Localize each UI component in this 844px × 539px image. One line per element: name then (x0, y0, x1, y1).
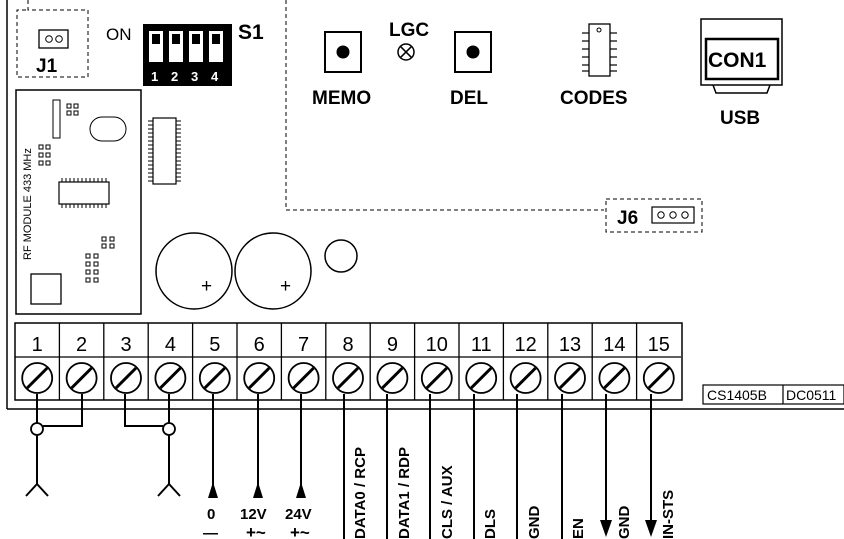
main-ic-icon (148, 117, 181, 185)
wire-label-cls: CLS / AUX (439, 465, 456, 539)
terminal-15: 15 (635, 323, 681, 400)
arrow-up-0v (208, 482, 218, 498)
terminal-number: 13 (559, 334, 581, 356)
j6-pin (681, 211, 689, 219)
j6-pin (657, 211, 665, 219)
polarity-minus: — (203, 525, 218, 539)
j1-label: J1 (36, 56, 58, 77)
terminal-1: 1 (15, 334, 60, 394)
rf-chip-pins (61, 178, 107, 208)
antenna-junction (162, 422, 176, 436)
lgc-label: LGC (389, 20, 429, 41)
terminal-number: 6 (254, 334, 265, 356)
terminal-number: 8 (342, 334, 353, 356)
wire-label-24v: 24V (285, 506, 312, 523)
dip-number-3: 3 (191, 69, 198, 84)
terminal-12: 12 (502, 323, 548, 400)
del-button-dot (466, 45, 480, 59)
svg-text:+: + (280, 276, 291, 297)
wire-label-data1: DATA1 / RDP (396, 447, 413, 539)
terminal-11: 11 (458, 323, 504, 400)
j6-label: J6 (617, 208, 638, 229)
del-label: DEL (450, 88, 488, 109)
svg-text:+: + (201, 276, 212, 297)
antenna-wiring-2 (124, 394, 181, 497)
arrow-down-gnd (600, 520, 612, 537)
terminal-number: 12 (514, 334, 536, 356)
power-wires (212, 394, 652, 539)
terminal-13: 13 (547, 323, 593, 400)
wire-label-data0: DATA0 / RCP (352, 447, 369, 539)
codes-label: CODES (560, 88, 628, 109)
terminal-number: 4 (165, 334, 176, 356)
terminal-4: 4 (147, 323, 193, 400)
memo-button-dot (336, 45, 350, 59)
terminal-number: 10 (426, 334, 448, 356)
wire-label-dls: DLS (482, 509, 499, 539)
lgc-led-icon (397, 43, 415, 61)
j1-pin (45, 35, 53, 43)
terminal-2: 2 (58, 323, 104, 400)
terminal-number: 11 (471, 334, 492, 356)
memo-label: MEMO (312, 88, 371, 109)
terminal-8: 8 (325, 323, 371, 400)
arrow-up-24v (296, 482, 306, 498)
rf-module-label: RF MODULE 433 MHz (22, 148, 34, 260)
terminal-number: 9 (387, 334, 398, 356)
j1-jumper (38, 29, 69, 49)
wire-label-gnd-12: GND (526, 506, 543, 539)
terminal-number: 1 (32, 334, 43, 356)
terminal-6: 6 (236, 323, 282, 400)
wire-label-0v: 0 (207, 506, 215, 523)
dip-number-1: 1 (151, 69, 158, 84)
terminal-7: 7 (280, 323, 326, 400)
polarity-24v: +~ (290, 523, 310, 539)
arrow-up-12v (253, 482, 263, 498)
terminal-number: 7 (298, 334, 309, 356)
rf-module (15, 89, 142, 315)
j6-header (651, 206, 695, 224)
dip-number-4: 4 (211, 69, 219, 84)
terminal-10: 10 (413, 323, 459, 400)
dip-on-label: ON (106, 25, 132, 44)
terminal-number: 3 (120, 334, 131, 356)
polarity-12v: +~ (246, 523, 266, 539)
antenna-junction (30, 422, 44, 436)
wire-label-gnd-14: GND (616, 506, 633, 539)
antenna-wiring-1 (25, 394, 83, 497)
arrow-down-in-sts (645, 520, 657, 537)
logic-area-dashed-outline (285, 0, 604, 211)
usb-label: USB (720, 108, 760, 129)
j1-pin (55, 35, 63, 43)
terminal-9: 9 (369, 323, 415, 400)
terminal-number: 5 (209, 334, 220, 356)
wire-label-en: EN (570, 518, 587, 539)
j6-pin (669, 211, 677, 219)
dip-number-2: 2 (171, 69, 178, 84)
capacitor-icon: + (234, 232, 312, 310)
capacitor-icon: + (155, 232, 233, 310)
revision-box (702, 384, 844, 405)
round-component (324, 239, 358, 273)
codes-chip-icon (582, 23, 617, 77)
usb-connector-icon (700, 18, 783, 94)
revision-code-1: CS1405B (707, 387, 767, 403)
arrowheads (208, 482, 657, 537)
terminal-14: 14 (591, 323, 637, 400)
rf-module-components (30, 99, 127, 305)
s1-label: S1 (238, 21, 264, 44)
con1-label: CON1 (708, 49, 767, 72)
terminal-number: 15 (648, 334, 670, 356)
wire-label-in-sts: IN-STS (660, 490, 677, 539)
j6-dashed-outline (605, 198, 703, 233)
j1-dashed-outline (16, 0, 89, 78)
terminal-number: 14 (603, 334, 625, 356)
terminal-number: 2 (76, 334, 87, 356)
wire-label-12v: 12V (240, 506, 267, 523)
terminal-5: 5 (191, 323, 237, 400)
revision-code-2: DC0511 (786, 387, 837, 403)
terminal-3: 3 (103, 323, 149, 400)
